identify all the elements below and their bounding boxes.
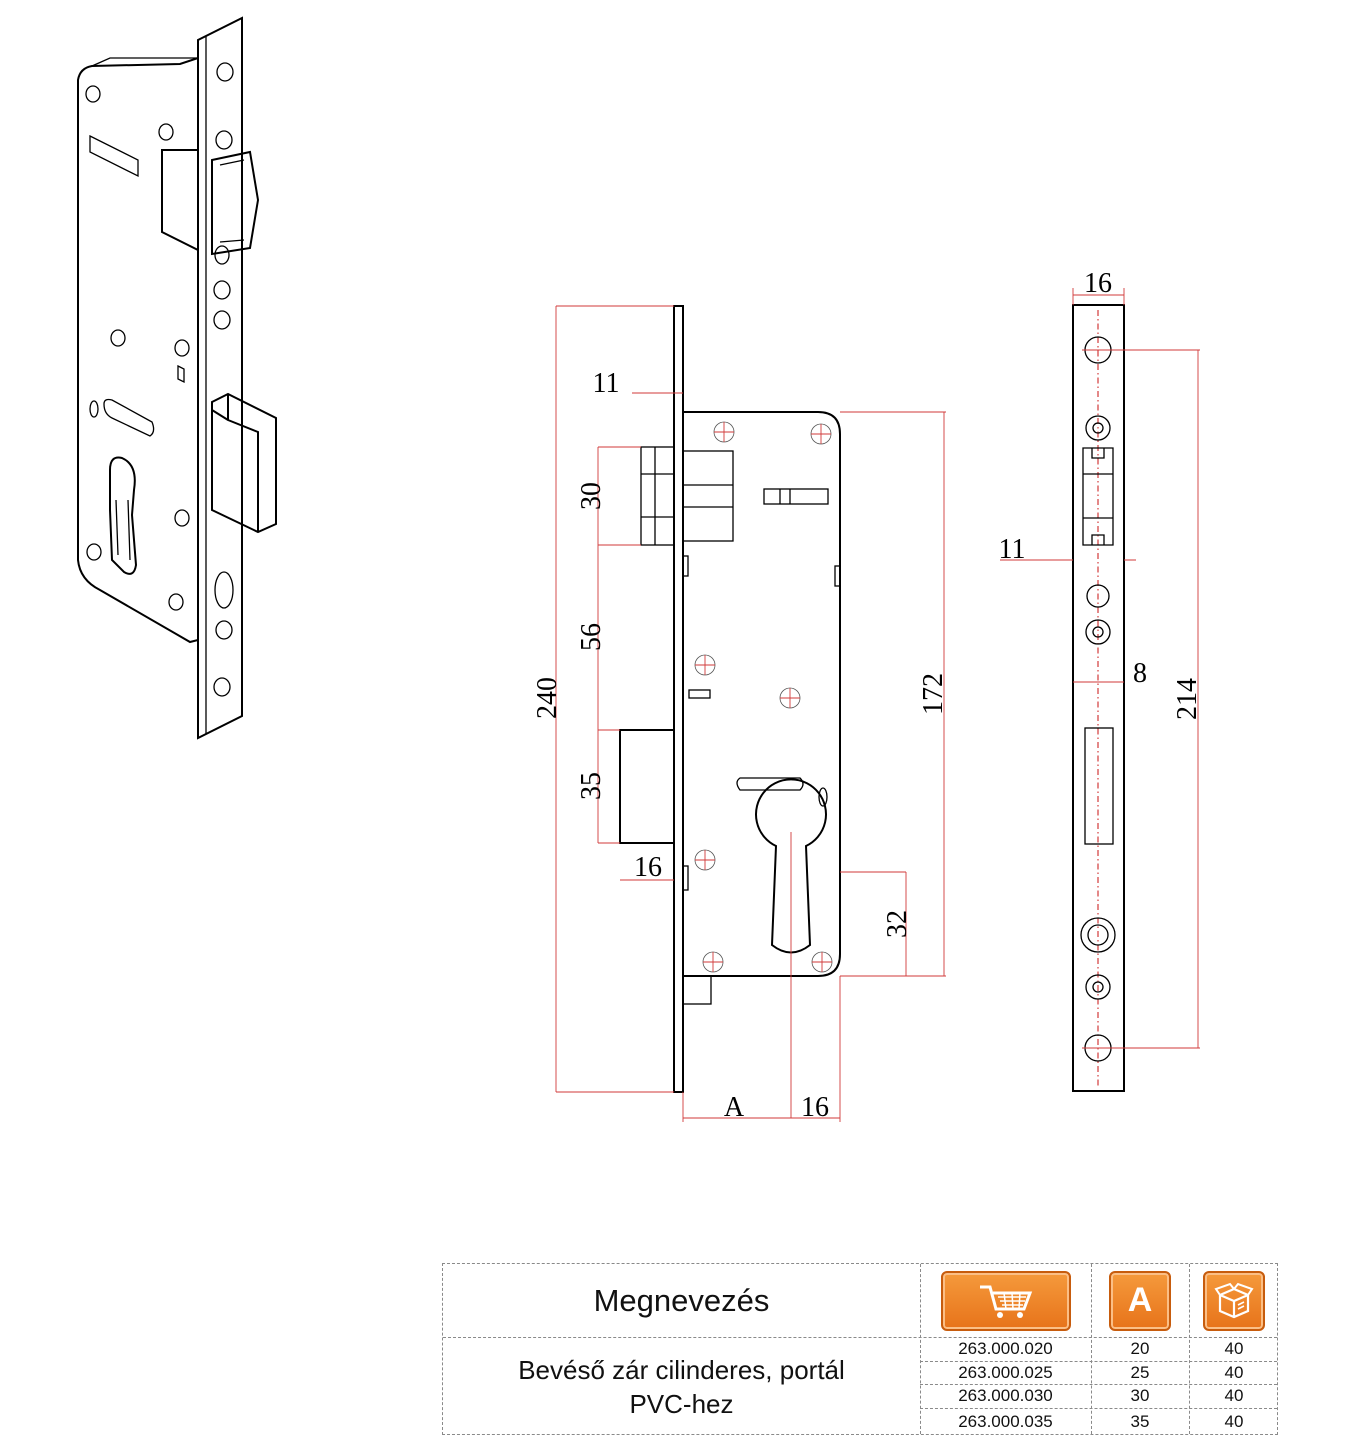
package-box-icon bbox=[1214, 1282, 1254, 1318]
row-code: 263.000.035 bbox=[958, 1411, 1053, 1431]
table-divider bbox=[920, 1408, 1277, 1409]
dim-11-front: 11 bbox=[593, 368, 620, 399]
faceplate-edge bbox=[201, 34, 207, 734]
row-code: 263.000.020 bbox=[958, 1339, 1053, 1358]
dim-16-backset: 16 bbox=[801, 1092, 829, 1123]
dim-16-bolt: 16 bbox=[634, 852, 662, 883]
table-divider bbox=[920, 1361, 1277, 1362]
dim-172: 172 bbox=[918, 673, 949, 715]
faceplate-screws bbox=[213, 62, 234, 697]
product-name-line2: PVC-hez bbox=[629, 1388, 734, 1419]
table-divider bbox=[920, 1264, 921, 1434]
front-lock-body bbox=[682, 411, 841, 977]
front-slot-upper bbox=[763, 488, 829, 505]
front-screws bbox=[694, 421, 833, 973]
front-lock-view: 240 11 30 56 35 16 172 32 A 16 bbox=[532, 305, 949, 1123]
lock-slots bbox=[89, 134, 185, 437]
row-code: 263.000.025 bbox=[958, 1362, 1053, 1382]
row-a: 20 bbox=[1130, 1339, 1150, 1358]
table-header-a: A bbox=[1091, 1264, 1189, 1337]
table-divider bbox=[920, 1384, 1277, 1385]
row-qty: 40 bbox=[1224, 1362, 1244, 1382]
row-a: 25 bbox=[1130, 1362, 1150, 1382]
faceplate-view-screws bbox=[1080, 336, 1116, 1062]
faceplate-dimension-lines bbox=[1000, 288, 1200, 1049]
front-dimension-lines bbox=[555, 305, 946, 1122]
dim-32: 32 bbox=[882, 910, 913, 938]
table-divider bbox=[1189, 1264, 1190, 1434]
shopping-cart-icon bbox=[940, 1270, 1071, 1331]
product-name-line1: Bevéső zár cilinderes, portál bbox=[518, 1354, 845, 1385]
front-dead-bolt bbox=[619, 729, 675, 844]
lock-body-outline bbox=[77, 56, 199, 644]
row-qty: 40 bbox=[1224, 1339, 1244, 1358]
row-qty: 40 bbox=[1224, 1386, 1244, 1405]
body-screws bbox=[85, 85, 190, 611]
shopping-cart-icon bbox=[979, 1285, 1032, 1318]
faceplate bbox=[197, 16, 243, 740]
lock-body-top-edge bbox=[91, 57, 198, 67]
cylinder-hole bbox=[109, 456, 138, 575]
front-slot-small bbox=[688, 689, 711, 699]
table-divider bbox=[443, 1337, 1277, 1338]
dead-bolt bbox=[211, 392, 277, 534]
front-latch bbox=[640, 446, 734, 546]
latch-bolt bbox=[161, 149, 260, 256]
table-header-name: Megnevezés bbox=[593, 1282, 770, 1318]
row-a: 30 bbox=[1130, 1386, 1150, 1405]
front-cylinder-cutout bbox=[755, 778, 827, 954]
dim-35: 35 bbox=[576, 772, 607, 800]
faceplate-latch-opening bbox=[1082, 447, 1114, 546]
a-badge: A bbox=[1109, 1270, 1171, 1331]
dim-8: 8 bbox=[1133, 658, 1147, 689]
product-table: Megnevezés A Bevéső zár cilinderes, port… bbox=[442, 1263, 1278, 1435]
table-header-qty bbox=[1189, 1264, 1279, 1337]
dim-56: 56 bbox=[576, 623, 607, 651]
faceplate-outline bbox=[1072, 304, 1125, 1092]
front-faceplate bbox=[673, 305, 684, 1093]
faceplate-front-view: 16 11 8 214 bbox=[999, 268, 1203, 1092]
dim-30: 30 bbox=[576, 482, 607, 510]
row-a: 35 bbox=[1130, 1411, 1150, 1431]
dim-A: A bbox=[724, 1092, 745, 1123]
row-code: 263.000.030 bbox=[958, 1386, 1053, 1405]
table-divider bbox=[1091, 1264, 1092, 1434]
isometric-lock-view bbox=[77, 16, 277, 740]
package-box-icon bbox=[1203, 1270, 1265, 1331]
dim-11-faceplate: 11 bbox=[999, 534, 1026, 565]
row-qty: 40 bbox=[1224, 1411, 1244, 1431]
dim-240: 240 bbox=[532, 677, 563, 719]
product-name: Bevéső zár cilinderes, portál PVC-hez bbox=[443, 1337, 920, 1436]
faceplate-bolt-opening bbox=[1084, 727, 1114, 845]
table-header-code bbox=[920, 1264, 1091, 1337]
dim-16-faceplate: 16 bbox=[1084, 268, 1112, 299]
dim-214: 214 bbox=[1172, 678, 1203, 720]
